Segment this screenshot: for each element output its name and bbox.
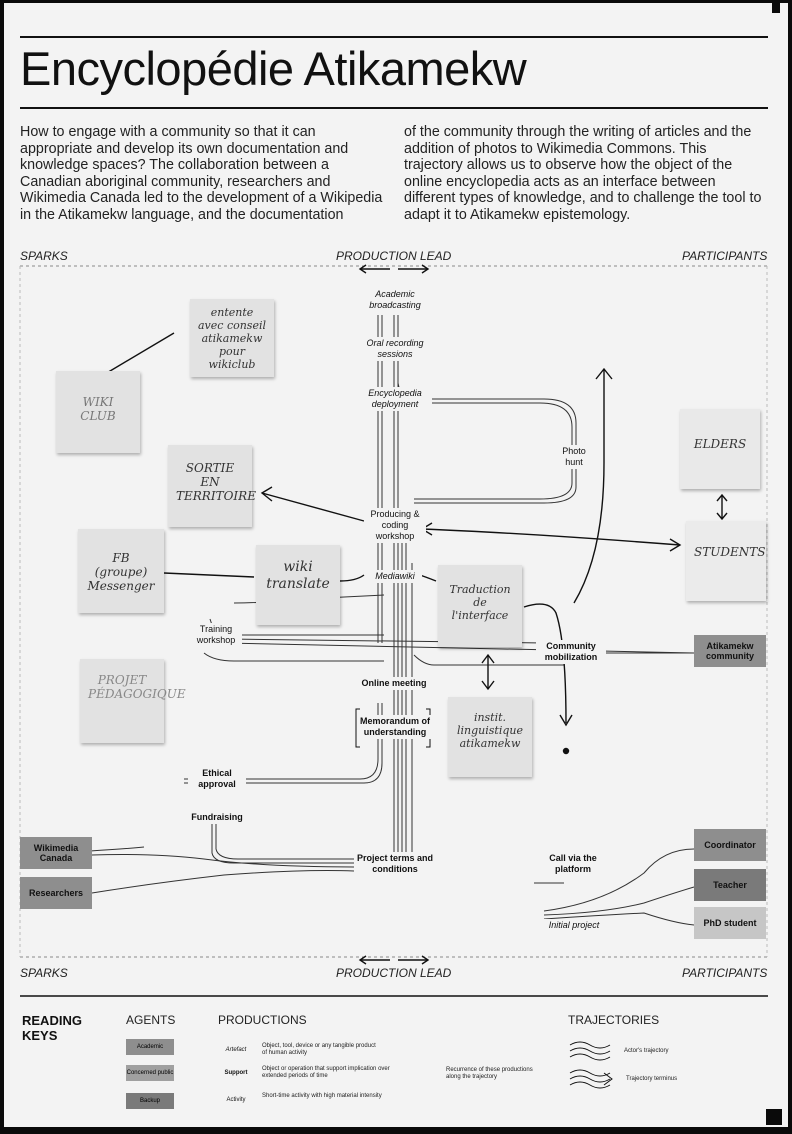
- production-lead-header-top: PRODUCTION LEAD: [336, 249, 452, 263]
- sticky-wiki-translate: wiki translate: [256, 545, 340, 625]
- agent-phd-student: PhD student: [694, 907, 766, 939]
- poster: Encyclopédie Atikamekw How to engage wit…: [4, 3, 788, 1127]
- call-via-platform-label: Call via the platform: [536, 852, 610, 876]
- sticky-elders: ELDERS: [680, 409, 760, 489]
- key-agent-backup: Backup: [126, 1093, 174, 1109]
- key-agent-concerned-public: Concerned public: [126, 1065, 174, 1081]
- memorandum-label: Memorandum of understanding: [358, 715, 432, 739]
- sticky-wiki-club: WIKI CLUB: [56, 371, 140, 453]
- key-agent-academic: Academic: [126, 1039, 174, 1055]
- key-recurrence-desc: Recurrence of these productions along th…: [446, 1067, 533, 1080]
- key-artefact-label: Artefact: [225, 1047, 247, 1053]
- initial-project-label: Initial project: [540, 919, 608, 932]
- intro-right: of the community through the writing of …: [404, 124, 762, 223]
- ethical-approval-label: Ethical approval: [188, 767, 246, 791]
- key-trajectory-terminus: Trajectory terminus: [626, 1076, 678, 1082]
- trajectory-diagram: [19, 3, 782, 1125]
- intro-left: How to engage with a community so that i…: [20, 124, 383, 223]
- agent-wikimedia-canada: Wikimedia Canada: [20, 837, 92, 869]
- page-title: Encyclopédie Atikamekw: [20, 42, 527, 95]
- key-trajectories-heading: TRAJECTORIES: [568, 1013, 660, 1027]
- training-workshop-label: Training workshop: [190, 623, 242, 647]
- key-support-label: Support: [224, 1070, 248, 1076]
- sticky-projet: PROJET PÉDAGOGIQUE: [80, 659, 186, 743]
- community-mobilization-label: Community mobilization: [536, 640, 606, 664]
- participants-header-top: PARTICIPANTS: [682, 249, 768, 263]
- fundraising-label: Fundraising: [182, 811, 252, 824]
- sticky-entente: entente avec conseil atikamekw pour wiki…: [190, 299, 274, 377]
- key-activity-label: Activity: [226, 1097, 246, 1103]
- mediawiki-label: Mediawiki: [368, 570, 422, 583]
- agent-coordinator: Coordinator: [694, 829, 766, 861]
- project-terms-label: Project terms and conditions: [354, 852, 436, 876]
- key-actors-trajectory: Actor's trajectory: [624, 1048, 669, 1054]
- producing-coding-workshop-label: Producing & coding workshop: [364, 508, 426, 543]
- key-activity-desc: Short-time activity with high material i…: [262, 1093, 382, 1099]
- title-bottom-rule: [20, 107, 768, 109]
- key-support-desc: Object or operation that support implica…: [262, 1066, 390, 1079]
- photo-hunt-label: Photo hunt: [552, 445, 596, 469]
- online-meeting-label: Online meeting: [354, 677, 434, 690]
- sticky-sortie: SORTIE EN TERRITOIRE: [168, 445, 256, 527]
- key-artefact-desc: Object, tool, device or any tangible pro…: [262, 1043, 376, 1056]
- sticky-traduction: Traduction de l'interface: [438, 565, 522, 647]
- agent-teacher: Teacher: [694, 869, 766, 901]
- sparks-header-top: SPARKS: [20, 249, 68, 263]
- key-agents-heading: AGENTS: [126, 1013, 176, 1027]
- sticky-students: STUDENTS: [686, 521, 766, 601]
- title-top-rule: [20, 36, 768, 38]
- sparks-header-bottom: SPARKS: [20, 966, 68, 980]
- participants-header-bottom: PARTICIPANTS: [682, 966, 768, 980]
- encyclopedia-deployment-label: Encyclopedia deployment: [358, 387, 432, 411]
- agent-researchers: Researchers: [20, 877, 92, 909]
- agent-atikamekw-community: Atikamekw community: [694, 635, 766, 667]
- key-productions-heading: PRODUCTIONS: [218, 1013, 307, 1027]
- reading-keys-heading: READING KEYS: [22, 1013, 82, 1043]
- oral-recording-label: Oral recording sessions: [356, 337, 434, 361]
- production-lead-header-bottom: PRODUCTION LEAD: [336, 966, 452, 980]
- academic-broadcasting-label: Academic broadcasting: [360, 288, 430, 312]
- sticky-fb-messenger: FB (groupe) Messenger: [78, 529, 164, 613]
- sticky-instit: instit. linguistique atikamekw: [448, 697, 532, 777]
